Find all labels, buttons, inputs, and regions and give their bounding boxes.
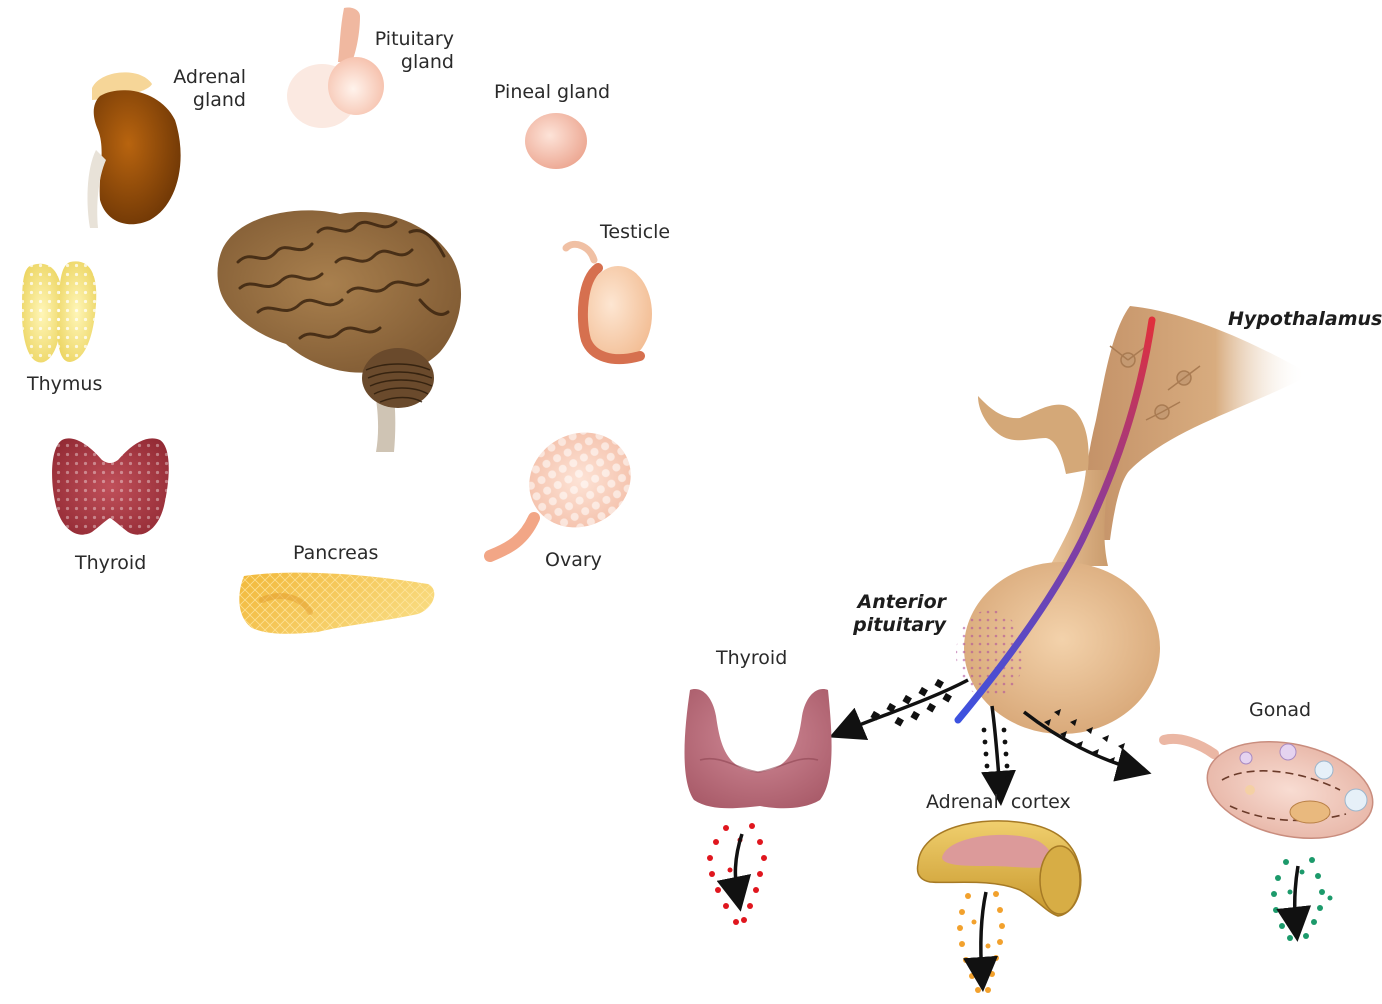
arrow-to-thyroid (842, 680, 968, 732)
brain-illustration (218, 210, 462, 452)
thyroid-hormone-release (707, 823, 767, 925)
label-anterior-pituitary: Anterior pituitary (848, 591, 946, 637)
arrow-to-adrenal-cortex (992, 706, 1000, 792)
tsh-squares (870, 679, 952, 727)
gonad-illustration (1164, 728, 1382, 853)
label-thyroid-right: Thyroid (716, 647, 787, 670)
thymus-illustration (22, 261, 96, 362)
thyroid-left-illustration (52, 438, 169, 534)
hypothalamus-illustration (978, 306, 1306, 540)
label-adrenal-cortex: Adrenal cortex (926, 791, 1071, 814)
thyroid-right-illustration (685, 689, 832, 808)
label-testicle: Testicle (600, 221, 670, 244)
label-adrenal-gland: Adrenal gland (160, 66, 246, 112)
label-hypothalamus: Hypothalamus (1228, 308, 1382, 331)
pineal-gland-illustration (525, 113, 587, 169)
pancreas-illustration (239, 573, 434, 634)
adrenal-cortex-illustration (918, 821, 1081, 916)
label-thyroid-left: Thyroid (75, 552, 146, 575)
ovary-illustration (490, 415, 648, 556)
label-thymus: Thymus (27, 373, 102, 396)
label-pineal-gland: Pineal gland (494, 81, 610, 104)
label-pituitary-gland: Pituitary gland (364, 28, 454, 74)
label-gonad: Gonad (1249, 699, 1311, 722)
testicle-illustration (566, 244, 652, 362)
label-pancreas: Pancreas (293, 542, 378, 565)
pituitary-stalk-illustration (1050, 470, 1110, 566)
cortex-hormone-release (957, 891, 1005, 993)
label-ovary: Ovary (545, 549, 602, 572)
gonad-hormone-release (1271, 857, 1333, 941)
